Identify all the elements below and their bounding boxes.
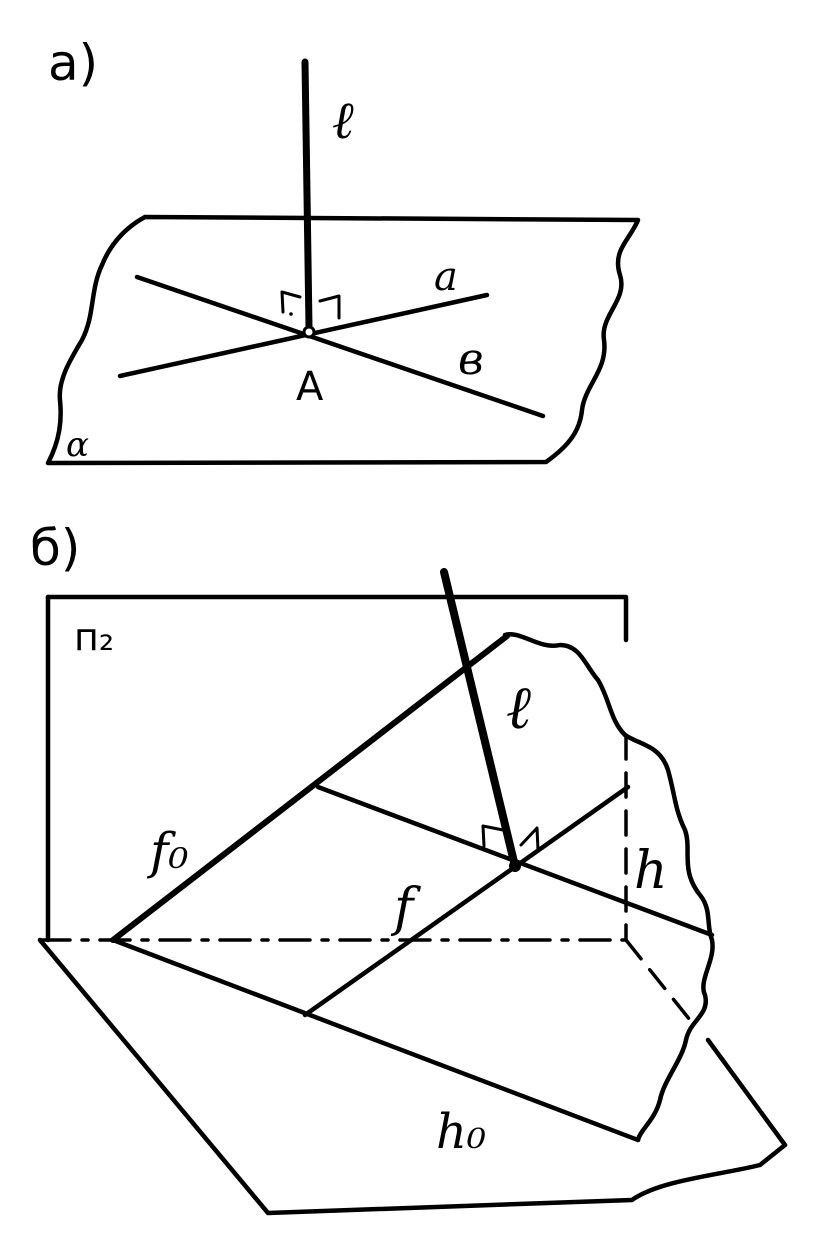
label-plane-alpha: α [66, 425, 89, 465]
angle-dot [289, 312, 293, 316]
point-a [302, 325, 316, 339]
label-plane-pi2: п₂ [74, 615, 114, 659]
label-line-h: h [634, 841, 668, 901]
line-l [301, 58, 313, 331]
label-line-b: в [458, 334, 484, 385]
plane-pi1-outline [37, 937, 788, 1216]
line-b [134, 274, 546, 419]
plane-pi2-top [45, 594, 629, 643]
figure-a: а) ℓ a в A α [45, 34, 641, 466]
label-trace-h0: h₀ [436, 1104, 486, 1160]
label-trace-f0: f₀ [146, 822, 189, 880]
trace-h0 [110, 937, 641, 1143]
figure-b: б) п₂ ℓ f₀ f h h₀ [30, 519, 788, 1216]
label-line-l: ℓ [332, 91, 354, 151]
line-l [440, 568, 519, 870]
plane-alpha-outline [45, 214, 641, 466]
label-line-f: f [390, 878, 421, 938]
right-angle-mark-left [280, 290, 302, 314]
right-angle-mark-left [481, 824, 505, 848]
label-line-a: a [434, 254, 458, 300]
plane-pi1-hidden-edge [624, 938, 692, 1022]
label-point-a: A [296, 364, 324, 410]
figure-b-tag: б) [30, 519, 80, 577]
line-f [302, 784, 631, 1018]
trace-f0 [110, 633, 510, 943]
plane-sigma-torn-edge [502, 631, 715, 1143]
figure-a-tag: а) [48, 34, 98, 92]
right-angle-mark-right [318, 294, 341, 320]
label-line-l: ℓ [506, 673, 531, 743]
point-foot [509, 860, 521, 872]
right-angle-mark-right [519, 826, 540, 852]
